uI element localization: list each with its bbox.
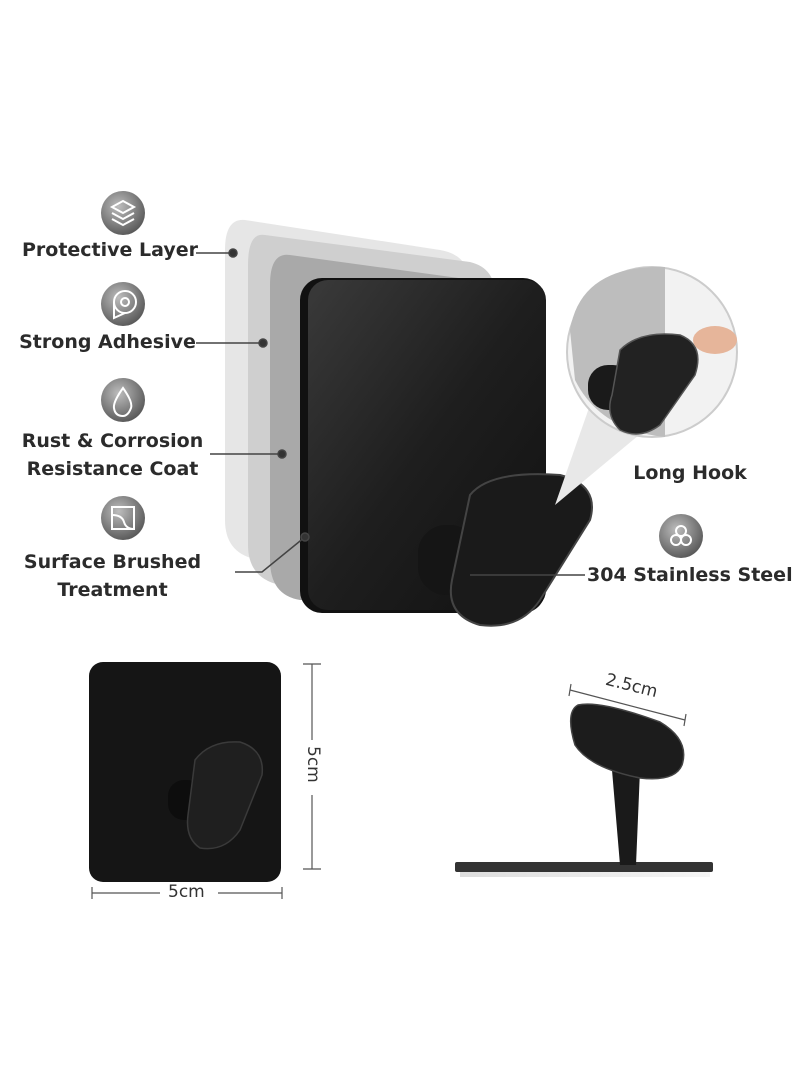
feature-label-surface-line2: Treatment xyxy=(57,579,168,601)
feature-label-rust-line2: Resistance Coat xyxy=(26,458,199,480)
main-hook-plate xyxy=(300,278,593,627)
dimension-lines xyxy=(91,663,687,899)
height-dimension: 5cm xyxy=(303,746,323,783)
feature-label-surface-line1: Surface Brushed xyxy=(23,551,202,573)
front-view xyxy=(89,662,281,882)
long-hook-label: Long Hook xyxy=(633,462,747,484)
tape-roll-icon xyxy=(101,282,145,326)
feature-icons xyxy=(101,191,703,558)
water-drop-icon xyxy=(101,378,145,422)
feature-label-rust-line1: Rust & Corrosion xyxy=(21,430,204,452)
material-label: 304 Stainless Steel xyxy=(587,564,793,586)
side-view xyxy=(455,703,713,877)
feature-label-strong-adhesive: Strong Adhesive xyxy=(19,331,196,353)
long-hook-magnifier xyxy=(555,266,738,505)
feature-label-protective-layer: Protective Layer xyxy=(21,239,199,261)
width-dimension: 5cm xyxy=(168,882,205,902)
leader-lines xyxy=(196,248,585,576)
